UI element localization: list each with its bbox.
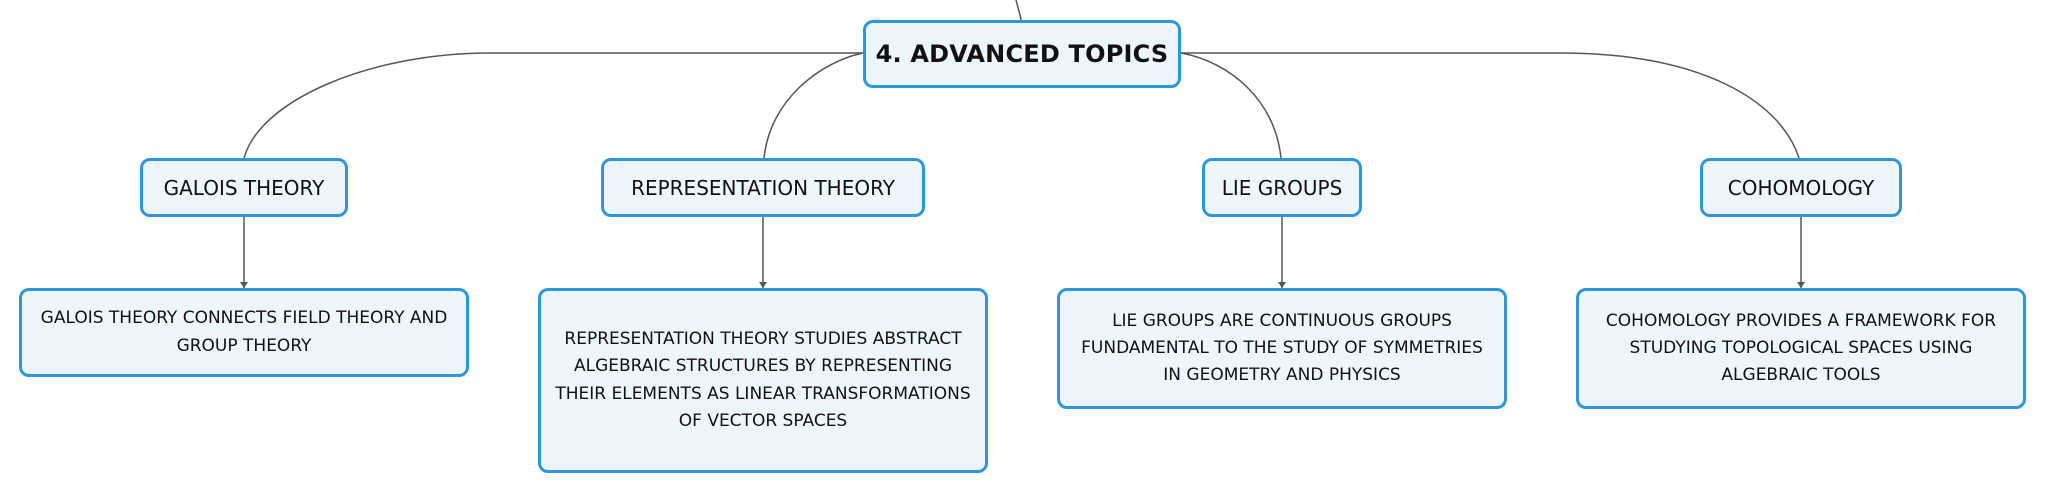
root-label: 4. ADVANCED TOPICS [875, 40, 1169, 68]
topic-node-cohomology[interactable]: COHOMOLOGY [1700, 158, 1902, 217]
edge-parent-to-root [1015, 0, 1022, 21]
edge-root-to-lie [1180, 52, 1282, 159]
topic-label: GALOIS THEORY [163, 175, 325, 200]
arrowhead-cohomology [1797, 282, 1805, 288]
description-node-lie-groups[interactable]: LIE GROUPS ARE CONTINUOUS GROUPS FUNDAME… [1057, 288, 1507, 409]
arrowhead-galois [240, 282, 248, 288]
topic-node-representation-theory[interactable]: REPRESENTATION THEORY [601, 158, 925, 217]
description-text: LIE GROUPS ARE CONTINUOUS GROUPS FUNDAME… [1081, 310, 1483, 386]
description-node-representation-theory[interactable]: REPRESENTATION THEORY STUDIES ABSTRACT A… [538, 288, 988, 473]
description-text: COHOMOLOGY PROVIDES A FRAMEWORK FOR STUD… [1605, 310, 1997, 386]
arrowhead-lie [1278, 282, 1286, 288]
topic-label: REPRESENTATION THEORY [631, 175, 895, 200]
description-text: REPRESENTATION THEORY STUDIES ABSTRACT A… [555, 329, 971, 431]
arrowhead-representation [759, 282, 767, 288]
description-node-cohomology[interactable]: COHOMOLOGY PROVIDES A FRAMEWORK FOR STUD… [1576, 288, 2026, 409]
edge-root-to-galois [243, 52, 863, 159]
root-node[interactable]: 4. ADVANCED TOPICS [863, 20, 1181, 88]
description-text: GALOIS THEORY CONNECTS FIELD THEORY AND … [40, 308, 448, 356]
edge-root-to-cohomology [1181, 52, 1800, 159]
topic-node-galois-theory[interactable]: GALOIS THEORY [140, 158, 348, 217]
topic-label: COHOMOLOGY [1727, 175, 1875, 200]
topic-label: LIE GROUPS [1221, 175, 1343, 200]
description-node-galois-theory[interactable]: GALOIS THEORY CONNECTS FIELD THEORY AND … [19, 288, 469, 377]
edge-root-to-representation [763, 52, 864, 159]
topic-node-lie-groups[interactable]: LIE GROUPS [1202, 158, 1362, 217]
